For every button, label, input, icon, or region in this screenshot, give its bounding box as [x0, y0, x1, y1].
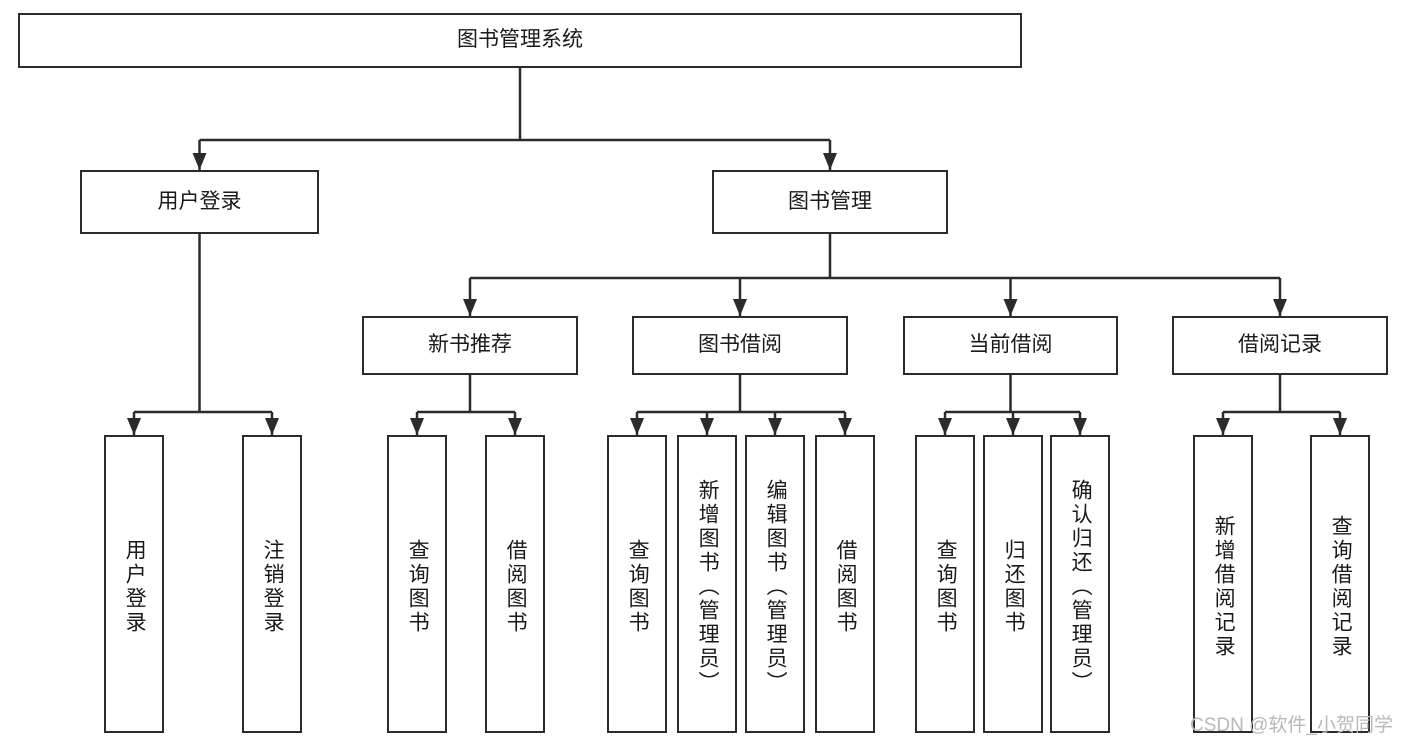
- node-leaf-add-book[interactable]: 新增图书（管理员）: [677, 435, 737, 733]
- arrowhead-icon: [265, 418, 279, 435]
- node-label: 图书管理系统: [457, 28, 583, 52]
- node-label: 查询图书: [934, 539, 958, 635]
- node-label: 新增图书（管理员）: [696, 479, 720, 695]
- node-leaf-query-record[interactable]: 查询借阅记录: [1310, 435, 1370, 733]
- node-root[interactable]: 图书管理系统: [18, 13, 1022, 68]
- node-label: 图书管理: [788, 189, 872, 213]
- node-leaf-user-login[interactable]: 用户登录: [104, 435, 164, 733]
- arrowhead-icon: [1006, 418, 1020, 435]
- node-leaf-query-book-1[interactable]: 查询图书: [387, 435, 447, 733]
- node-new-book-recommend[interactable]: 新书推荐: [362, 316, 578, 375]
- arrowhead-icon: [938, 418, 952, 435]
- node-label: 新书推荐: [428, 333, 512, 357]
- node-book-borrow[interactable]: 图书借阅: [632, 316, 848, 375]
- node-label: 借阅记录: [1238, 333, 1322, 357]
- arrowhead-icon: [127, 418, 141, 435]
- arrowhead-icon: [410, 418, 424, 435]
- arrowhead-icon: [1216, 418, 1230, 435]
- arrowhead-icon: [1273, 299, 1287, 316]
- node-label: 查询图书: [626, 539, 650, 635]
- arrowhead-icon: [508, 418, 522, 435]
- arrowhead-icon: [1073, 418, 1087, 435]
- node-label: 注销登录: [261, 539, 285, 635]
- arrowhead-icon: [192, 153, 207, 170]
- arrowhead-icon: [733, 299, 747, 316]
- node-label: 图书借阅: [698, 333, 782, 357]
- node-label: 用户登录: [123, 539, 147, 635]
- node-user-login[interactable]: 用户登录: [80, 170, 319, 234]
- node-leaf-add-record[interactable]: 新增借阅记录: [1193, 435, 1253, 733]
- node-leaf-borrow-book-1[interactable]: 借阅图书: [485, 435, 545, 733]
- node-label: 用户登录: [157, 189, 242, 213]
- arrowhead-icon: [463, 299, 477, 316]
- node-leaf-query-book-3[interactable]: 查询图书: [915, 435, 975, 733]
- arrowhead-icon: [1333, 418, 1347, 435]
- node-label: 查询借阅记录: [1329, 515, 1353, 659]
- node-label: 借阅图书: [504, 539, 528, 635]
- csdn-watermark: CSDN @软件_小贺同学: [1190, 715, 1393, 736]
- node-leaf-borrow-book-2[interactable]: 借阅图书: [815, 435, 875, 733]
- node-current-borrow[interactable]: 当前借阅: [903, 316, 1118, 375]
- node-label: 归还图书: [1002, 539, 1026, 635]
- arrowhead-icon: [838, 418, 852, 435]
- node-label: 当前借阅: [968, 333, 1053, 357]
- arrowhead-icon: [630, 418, 644, 435]
- arrowhead-icon: [768, 418, 782, 435]
- arrowhead-icon: [823, 153, 837, 170]
- node-label: 编辑图书（管理员）: [764, 479, 788, 695]
- node-label: 新增借阅记录: [1212, 515, 1236, 659]
- node-borrow-record[interactable]: 借阅记录: [1172, 316, 1388, 375]
- node-leaf-confirm-return[interactable]: 确认归还（管理员）: [1050, 435, 1110, 733]
- node-label: 查询图书: [406, 539, 430, 635]
- node-label: 借阅图书: [834, 539, 858, 635]
- arrowhead-icon: [700, 418, 714, 435]
- node-leaf-return-book[interactable]: 归还图书: [983, 435, 1043, 733]
- node-label: 确认归还（管理员）: [1069, 479, 1093, 695]
- node-book-manage[interactable]: 图书管理: [712, 170, 948, 234]
- node-leaf-logout[interactable]: 注销登录: [242, 435, 302, 733]
- node-leaf-query-book-2[interactable]: 查询图书: [607, 435, 667, 733]
- node-leaf-edit-book[interactable]: 编辑图书（管理员）: [745, 435, 805, 733]
- arrowhead-icon: [1003, 299, 1018, 316]
